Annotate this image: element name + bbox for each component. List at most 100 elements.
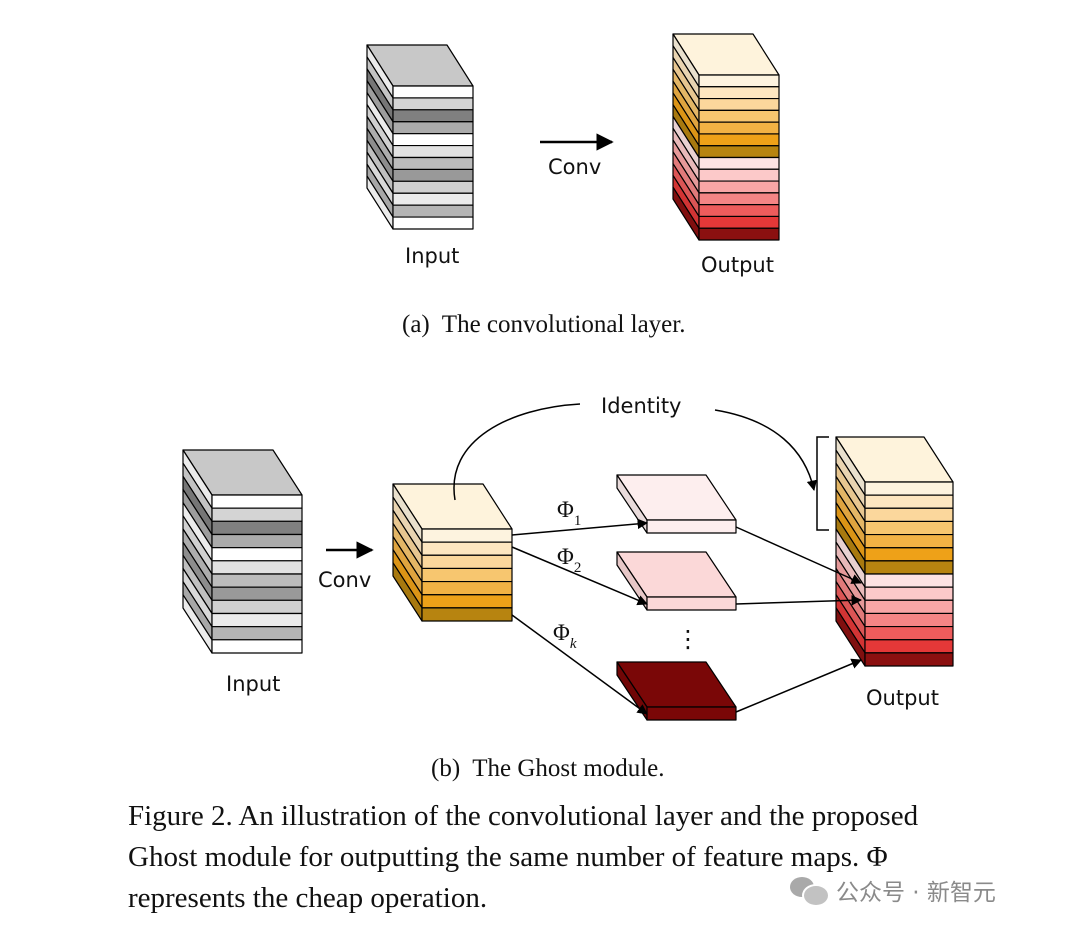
stack-front-layer [698, 227, 780, 241]
panel-a-input-label: Input [405, 244, 459, 268]
ellipsis-dots: ⋮ [676, 625, 700, 653]
stack-front-layer [698, 86, 780, 100]
stack-front-layer [211, 494, 303, 509]
panel-b-input-label: Input [226, 672, 280, 696]
stack-front-layer [392, 168, 474, 182]
stack-front-layer [211, 533, 303, 549]
stack-front-layer [864, 586, 954, 601]
panel-b-caption: (b) The Ghost module. [431, 755, 665, 782]
panel-a-output-label: Output [701, 253, 774, 277]
stack-front-layer [392, 109, 474, 123]
stack-front-layer [864, 599, 954, 615]
stack-front-layer [698, 121, 780, 135]
stack-front-layer [211, 560, 303, 575]
stack-front-layer [698, 204, 780, 218]
stack-front-layer [392, 192, 474, 206]
phik-label: Φk [553, 620, 577, 652]
stack-front-layer [698, 215, 780, 229]
stack-front-layer [864, 625, 954, 641]
stack-front-layer [421, 554, 513, 570]
phi2-label: Φ2 [557, 544, 581, 576]
stack-front-layer [698, 145, 780, 159]
stack-front-layer [864, 494, 954, 509]
stack-front-layer [698, 109, 780, 123]
stack-front-layer [211, 612, 303, 628]
identity-label: Identity [601, 394, 681, 418]
stack-front-layer [646, 706, 737, 721]
stack-front-layer [211, 547, 303, 562]
figure-caption-line-1: Figure 2. An illustration of the convolu… [128, 800, 919, 832]
phi1-label: Φ1 [557, 497, 581, 529]
stack-front-layer [392, 204, 474, 218]
stack-front-layer [392, 97, 474, 111]
ghost1-to-output-arrow [735, 526, 862, 584]
stack-front-layer [698, 168, 780, 182]
stack-front-layer [211, 573, 303, 588]
stack-front-layer [698, 97, 780, 111]
stack-front-layer [864, 652, 954, 667]
stack-front-layer [421, 541, 513, 556]
watermark: 公众号 · 新智元 [790, 872, 996, 908]
figure-caption-line-3: represents the cheap operation. [128, 882, 488, 914]
ghostk-to-output-arrow [735, 658, 862, 713]
wechat-icon [790, 875, 830, 907]
stack-front-layer [211, 586, 303, 601]
identity-arrow [714, 409, 818, 492]
stack-front-layer [864, 481, 954, 496]
stack-front-layer [421, 594, 513, 609]
ghost-map-k [616, 661, 737, 721]
stack-front-layer [698, 133, 780, 147]
stack-front-layer [392, 216, 474, 230]
stack-front-layer [698, 192, 780, 206]
stack-front-layer [864, 560, 954, 575]
stack-front-layer [864, 533, 954, 549]
stack-front-layer [698, 156, 780, 170]
stack-front-layer [864, 573, 954, 588]
ghost2-to-output-arrow [735, 595, 863, 606]
stack-front-layer [211, 626, 303, 641]
stack-front-layer [211, 599, 303, 615]
stack-front-layer [698, 74, 780, 88]
identity-curve [453, 403, 581, 501]
stack-front-layer [421, 567, 513, 583]
stack-front-layer [421, 528, 513, 543]
stack-front-layer [698, 180, 780, 194]
stack-front-layer [646, 519, 737, 534]
panel-a-output-stack [672, 33, 780, 241]
stack-front-layer [864, 507, 954, 523]
figure-caption: Figure 2. An illustration of the convolu… [128, 796, 1028, 919]
watermark-text: 公众号 · 新智元 [836, 880, 996, 906]
panel-b-input-stack [182, 449, 303, 654]
stack-front-layer [392, 85, 474, 99]
panel-b-conv-label: Conv [318, 568, 371, 592]
stack-front-layer [392, 180, 474, 194]
panel-b-output-label: Output [866, 686, 939, 710]
stack-front-layer [392, 133, 474, 147]
stack-front-layer [392, 121, 474, 135]
stack-front-layer [421, 607, 513, 622]
stack-front-layer [211, 507, 303, 522]
stack-front-layer [864, 612, 954, 628]
stack-front-layer [864, 639, 954, 654]
panel-b-intrinsic-stack [392, 483, 513, 622]
figure-caption-line-2: Ghost module for outputting the same num… [128, 841, 888, 873]
panel-a-caption: (a) The convolutional layer. [402, 311, 685, 338]
ghost-map-1 [616, 474, 737, 534]
stack-front-layer [211, 520, 303, 536]
phi2-arrow [511, 546, 648, 606]
stack-front-layer [864, 520, 954, 536]
panel-b-output-stack [835, 436, 954, 667]
identity-bracket [816, 436, 829, 531]
stack-front-layer [421, 580, 513, 596]
panel-a-conv-label: Conv [548, 155, 601, 179]
phi1-arrow [511, 518, 649, 536]
stack-front-layer [211, 639, 303, 654]
stack-front-layer [392, 156, 474, 171]
phik-arrow [511, 614, 648, 715]
stack-front-layer [392, 144, 474, 159]
panel-a-input-stack [366, 44, 474, 230]
ghost-map-2 [616, 551, 737, 611]
stack-front-layer [646, 596, 737, 611]
stack-front-layer [864, 547, 954, 562]
